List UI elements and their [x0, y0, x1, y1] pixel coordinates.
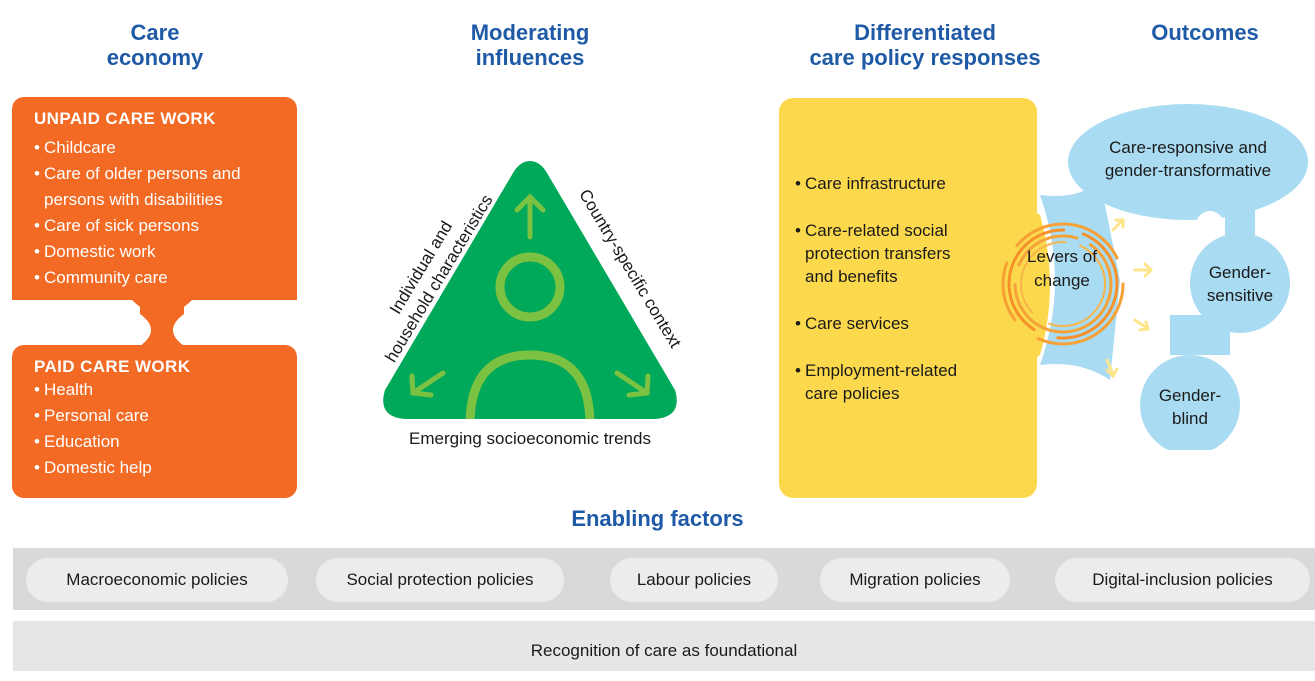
outcome-transformative-label: Care-responsive and gender-transformativ…: [1104, 138, 1272, 180]
list-item: •Education: [34, 432, 120, 451]
paid-care-work-title: PAID CARE WORK: [34, 357, 191, 376]
person-icon: [465, 252, 595, 419]
outcome-blind-blob: [1140, 355, 1240, 450]
pill-migration-policies: Migration policies: [820, 558, 1010, 602]
enabling-factors-title: Enabling factors: [571, 506, 744, 531]
unpaid-care-list: •Childcare •Care of older persons and pe…: [34, 135, 297, 291]
arrow-up-icon: [514, 193, 546, 240]
recognition-foundation-band: Recognition of care as foundational: [13, 621, 1315, 671]
list-item: •Domestic help: [34, 458, 152, 477]
unpaid-care-work-title: UNPAID CARE WORK: [34, 109, 216, 128]
list-item: •Community care: [34, 268, 168, 287]
triangle-bottom-label: Emerging socioeconomic trends: [409, 429, 651, 448]
list-item: •Care services: [795, 314, 909, 333]
outcome-sensitive-label: Gender- sensitive: [1206, 263, 1274, 305]
outcomes-blobs: [1040, 104, 1315, 450]
header-moderating-influences: Moderating influences: [470, 20, 590, 70]
list-item: •Health: [34, 380, 94, 399]
list-item: •Domestic work: [34, 242, 156, 261]
paid-care-list: •Health •Personal care •Education •Domes…: [34, 377, 297, 481]
outcome-blind-label: Gender- blind: [1158, 386, 1222, 428]
pill-labour-policies: Labour policies: [610, 558, 778, 602]
policy-responses-list: •Care infrastructure •Care-related socia…: [795, 172, 1035, 429]
moderating-triangle: [383, 161, 677, 419]
paid-care-work-box: PAID CARE WORK •Health •Personal care •E…: [12, 345, 297, 498]
list-item: •Care-related social protection transfer…: [795, 221, 951, 286]
list-item: •Employment-related care policies: [795, 361, 958, 403]
list-item: •Personal care: [34, 406, 149, 425]
arrow-down-left-icon: [409, 370, 446, 398]
header-differentiated-responses: Differentiated care policy responses: [809, 20, 1041, 70]
pill-social-protection-policies: Social protection policies: [316, 558, 564, 602]
levers-rings: [1001, 218, 1154, 379]
outcome-transformative-blob: [1068, 104, 1308, 220]
list-item: •Childcare: [34, 138, 116, 157]
policy-responses-box: [779, 98, 1037, 498]
list-item: persons with disabilities: [44, 190, 223, 209]
list-item: •Care infrastructure: [795, 174, 946, 193]
pill-digital-inclusion-policies: Digital-inclusion policies: [1055, 558, 1310, 602]
levers-arrows: [1105, 218, 1154, 379]
header-outcomes: Outcomes: [1151, 20, 1259, 45]
header-care-economy: Care economy: [106, 20, 204, 70]
outcome-sensitive-blob: [1190, 233, 1290, 333]
arrow-down-right-icon: [614, 370, 651, 398]
pill-macroeconomic-policies: Macroeconomic policies: [26, 558, 288, 602]
list-item: •Care of sick persons: [34, 216, 199, 235]
levers-of-change-label: Levers of change: [1027, 247, 1097, 290]
unpaid-care-work-box: UNPAID CARE WORK •Childcare •Care of old…: [12, 97, 297, 315]
list-item: •Care of older persons and: [34, 164, 241, 183]
triangle-shape: [383, 161, 677, 419]
